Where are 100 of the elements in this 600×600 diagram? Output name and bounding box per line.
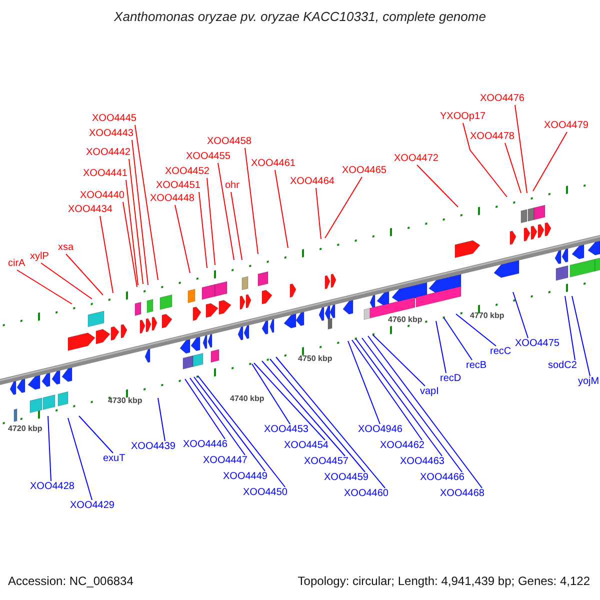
gene-label: xylP: [30, 251, 49, 263]
gene-label: XOO4428: [30, 481, 74, 493]
gene-label: XOO4462: [380, 440, 424, 452]
leader-line: [194, 376, 266, 472]
leader-line: [368, 336, 482, 488]
gene-label: XOO4455: [186, 151, 230, 163]
gene-label: XOO4468: [440, 488, 484, 500]
gene-label: XOO4461: [251, 158, 296, 170]
genome-summary-text: Topology: circular; Length: 4,941,439 bp; Genes: 4,122: [298, 574, 590, 588]
gene-label: yojM: [578, 376, 600, 388]
gene-label: sodC2: [548, 360, 577, 372]
gene-label: XOO4466: [420, 472, 464, 484]
leader-line: [362, 338, 462, 472]
leader-line: [78, 416, 114, 454]
gene-label: XOO4452: [165, 166, 210, 178]
scale-label: 4730 kbp: [108, 396, 142, 405]
leader-line: [456, 314, 496, 346]
leader-line: [532, 132, 568, 192]
gene-label: XOO4445: [92, 113, 136, 125]
gene-label: XOO4434: [68, 204, 112, 216]
gene-label: ohr: [225, 180, 240, 192]
gene-label: XOO4429: [70, 500, 114, 512]
gene-label: XOO4450: [243, 487, 288, 499]
gene-label: XOO4479: [544, 120, 588, 132]
gene-label: XOO4451: [156, 180, 200, 192]
leader-line: [372, 334, 426, 386]
scale-label: 4760 kbp: [388, 315, 422, 324]
gene-label: XOO4946: [358, 424, 402, 436]
gene-label: XOO4472: [394, 153, 438, 165]
leader-line: [444, 318, 472, 360]
leader-line: [100, 216, 114, 294]
leader-line: [356, 338, 442, 456]
leader-line: [274, 170, 288, 248]
leader-line: [230, 192, 242, 260]
scale-label: 4770 kbp: [470, 311, 504, 320]
leader-line: [122, 202, 138, 288]
leader-line: [512, 292, 528, 338]
gene-label: recD: [440, 373, 462, 385]
leader-line: [218, 162, 234, 260]
leader-line: [174, 204, 190, 274]
leader-line: [564, 296, 576, 360]
scale-label: 4750 kbp: [298, 354, 332, 363]
gene-label: XOO4478: [470, 131, 514, 143]
leader-line: [158, 398, 166, 442]
leader-line: [66, 254, 104, 296]
leader-line: [270, 358, 366, 472]
gene-label: XOO4464: [290, 176, 334, 188]
gene-label: XOO4454: [284, 440, 328, 452]
gene-label: XOO4460: [344, 488, 388, 500]
leader-line: [348, 340, 380, 424]
leader-line: [462, 122, 508, 198]
gene-label: recB: [466, 360, 487, 372]
leader-line: [316, 188, 322, 240]
gene-label: XOO4448: [150, 193, 194, 205]
leader-line: [244, 148, 258, 254]
gene-label: vapI: [420, 386, 439, 398]
gene-label: XOO4447: [203, 455, 248, 467]
leader-line: [254, 362, 326, 440]
gene-label: XOO4457: [304, 456, 348, 468]
leader-line: [40, 262, 92, 300]
leader-line: [68, 418, 92, 500]
gene-label: xsa: [58, 242, 74, 254]
gene-label: XOO4439: [131, 441, 176, 453]
leader-line: [190, 378, 246, 456]
gene-label: XOO4463: [400, 456, 444, 468]
leader-line: [134, 124, 158, 280]
gene-label: cirA: [8, 258, 26, 270]
leader-line: [504, 142, 522, 194]
gene-label: XOO4453: [264, 424, 308, 436]
leader-line: [352, 340, 422, 440]
leader-line: [416, 164, 458, 208]
gene-label: XOO4442: [86, 147, 130, 159]
gene-label: XOO4475: [515, 338, 560, 350]
leader-line: [276, 356, 386, 488]
gene-label: XOO4459: [324, 472, 368, 484]
leader-line: [436, 320, 446, 374]
leader-line: [132, 140, 148, 286]
gene-label: YXOOp17: [440, 111, 486, 123]
gene-label: XOO4441: [83, 168, 128, 180]
accession-text: Accession: NC_006834: [8, 574, 134, 588]
title: Xanthomonas oryzae pv. oryzae KACC10331, complete genome: [114, 9, 486, 25]
gene-label: XOO4440: [80, 190, 124, 202]
leader-line: [572, 296, 590, 376]
leader-line: [184, 378, 226, 440]
gene-label: XOO4465: [342, 165, 386, 177]
gene-label: XOO4458: [207, 136, 252, 148]
leader-line: [126, 180, 138, 286]
gene-label: XOO4446: [183, 439, 228, 451]
leader-line: [262, 360, 346, 456]
leader-line: [206, 178, 216, 266]
gene-label: XOO4476: [480, 93, 524, 105]
leader-line: [16, 270, 72, 304]
leader-line: [128, 158, 144, 284]
gene-label: XOO4443: [89, 128, 134, 140]
leader-line: [48, 416, 52, 482]
gene-label: recC: [490, 346, 512, 358]
leader-line: [324, 176, 362, 238]
scale-label: 4740 kbp: [230, 394, 264, 403]
leader-line: [514, 104, 528, 194]
leader-line: [198, 376, 286, 488]
